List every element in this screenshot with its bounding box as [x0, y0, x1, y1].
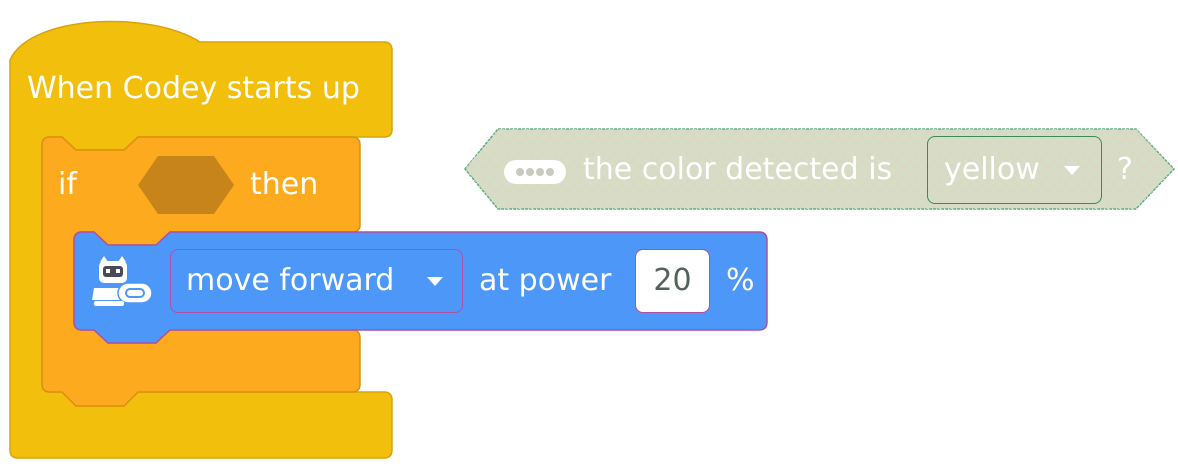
- move-block[interactable]: move forward at power 20 %: [0, 0, 780, 360]
- then-label: then: [250, 167, 319, 202]
- hat-block-label: When Codey starts up: [27, 71, 360, 106]
- color-sensor-icon: [504, 160, 566, 184]
- empty-condition-slot[interactable]: [138, 156, 234, 214]
- color-detected-block-shape: [464, 128, 1176, 210]
- color-dropdown-value: yellow: [944, 152, 1040, 187]
- chevron-down-icon: [1064, 166, 1080, 175]
- question-mark-label: ?: [1117, 152, 1133, 187]
- action-dropdown-value: move forward: [186, 263, 395, 298]
- color-dropdown[interactable]: yellow: [927, 136, 1102, 204]
- power-input[interactable]: 20: [635, 249, 710, 313]
- at-power-label: at power: [479, 263, 612, 298]
- chevron-down-icon: [427, 277, 443, 286]
- percent-label: %: [726, 263, 755, 298]
- move-block-shape: [73, 231, 768, 344]
- color-detected-label: the color detected is: [583, 152, 893, 187]
- codey-robot-icon: [92, 256, 153, 306]
- if-label: if: [58, 167, 77, 202]
- action-dropdown[interactable]: move forward: [170, 249, 463, 313]
- color-detected-block[interactable]: the color detected is yellow ?: [460, 125, 1178, 217]
